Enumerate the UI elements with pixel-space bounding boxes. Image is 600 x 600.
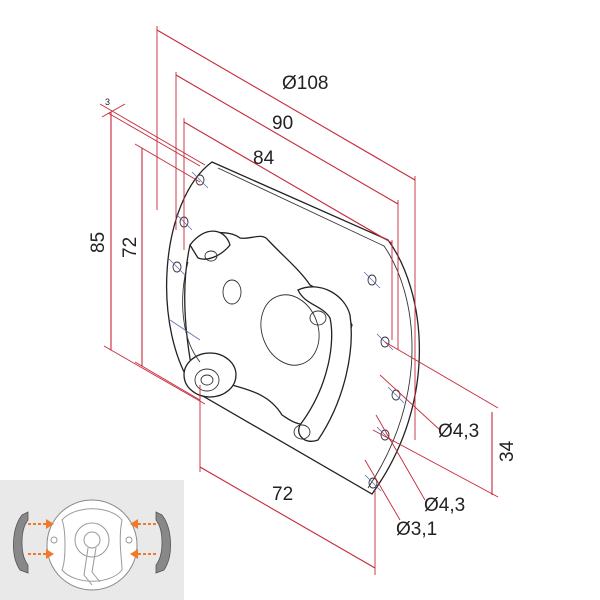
- dim-label-hole-b: Ø4,3: [424, 495, 465, 516]
- assembly-inset: [0, 480, 184, 600]
- dim-label-84: 84: [253, 148, 275, 169]
- dimension-lines: [99, 26, 499, 575]
- dim-label-90: 90: [272, 113, 293, 134]
- dim-label-72-bottom: 72: [272, 484, 293, 505]
- mounting-plate: [166, 161, 421, 495]
- dim-label-hole-c: Ø3,1: [396, 519, 437, 540]
- dim-label-outer-diameter: Ø108: [282, 73, 328, 94]
- dim-label-85: 85: [88, 232, 109, 253]
- dim-label-3: 3: [105, 97, 110, 107]
- dim-label-34: 34: [497, 440, 518, 462]
- dim-label-hole-a: Ø4,3: [438, 421, 479, 442]
- dim-label-72-vertical: 72: [120, 237, 141, 258]
